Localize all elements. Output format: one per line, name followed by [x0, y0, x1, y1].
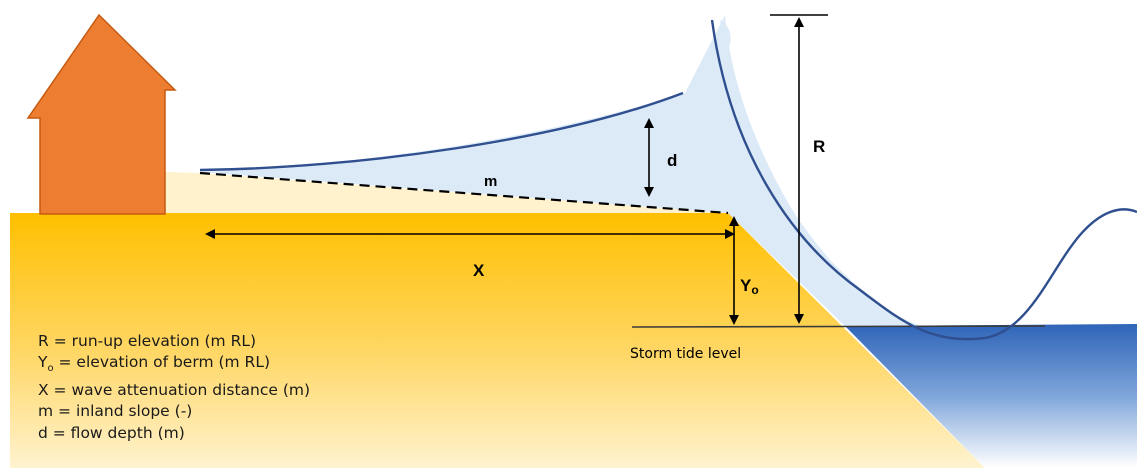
- legend-item: d = flow depth (m): [38, 423, 310, 444]
- label-yo-sub: o: [751, 283, 758, 297]
- legend-symbol: Y: [38, 353, 48, 372]
- sea-water: [845, 324, 1137, 468]
- legend-item: X = wave attenuation distance (m): [38, 380, 310, 401]
- label-m: m: [484, 173, 497, 190]
- legend-text: = inland slope (-): [53, 402, 193, 421]
- legend-text: = flow depth (m): [47, 423, 185, 442]
- legend-symbol: R: [38, 332, 49, 350]
- legend-item: Yo = elevation of berm (m RL): [38, 352, 310, 380]
- wave-curve: [710, 19, 1137, 341]
- legend: R = run-up elevation (m RL) Yo = elevati…: [38, 331, 310, 444]
- legend-text: = run-up elevation (m RL): [48, 332, 257, 350]
- legend-item: m = inland slope (-): [38, 401, 310, 422]
- legend-symbol-sub: o: [47, 363, 54, 375]
- runup-region-upper: [200, 15, 920, 326]
- flow-surface-line: [199, 91, 684, 172]
- label-r: R: [813, 137, 825, 156]
- legend-symbol: X: [38, 380, 49, 399]
- legend-symbol: m: [38, 402, 54, 421]
- legend-symbol: d: [38, 423, 48, 442]
- legend-text: = wave attenuation distance (m): [48, 380, 311, 399]
- legend-item: R = run-up elevation (m RL): [38, 331, 310, 352]
- label-yo: Yo: [740, 276, 759, 297]
- label-x: X: [473, 261, 485, 280]
- label-yo-main: Y: [740, 276, 752, 295]
- inland-slope-line: [199, 171, 729, 215]
- storm-tide-line: [631, 325, 1046, 328]
- storm-tide-label: Storm tide level: [630, 346, 741, 362]
- sand-ground: [10, 213, 985, 468]
- label-d: d: [667, 151, 677, 170]
- house-icon: [26, 13, 177, 215]
- legend-text: = elevation of berm (m RL): [53, 353, 270, 372]
